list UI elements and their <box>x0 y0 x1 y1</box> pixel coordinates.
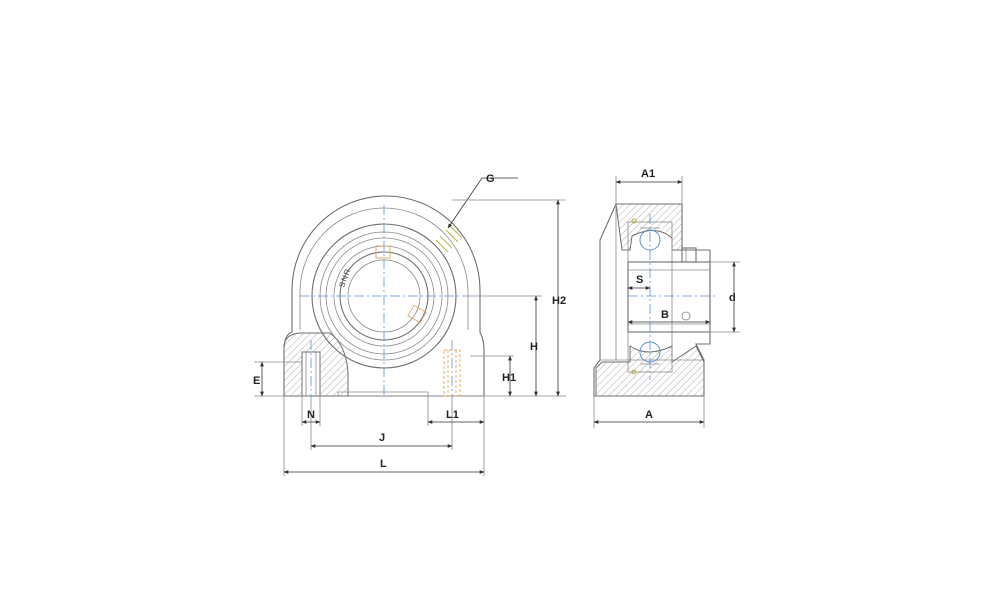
side-grease-dot-1 <box>631 218 637 224</box>
front-view: SNR <box>283 195 485 400</box>
side-inner-ring <box>627 261 711 333</box>
label-s: S <box>636 274 643 286</box>
housing-outline <box>283 195 485 397</box>
label-b: B <box>661 309 669 321</box>
set-screw-top <box>375 245 391 259</box>
grease-fitting <box>435 225 463 253</box>
set-screw-lower <box>407 304 427 324</box>
label-j: J <box>379 432 385 444</box>
g-leader <box>447 177 518 229</box>
front-dimensions: G H2 H H1 E N L1 J <box>253 173 566 476</box>
label-a: A <box>645 409 653 421</box>
label-h1: H1 <box>502 372 516 384</box>
label-g: G <box>486 173 495 185</box>
side-grease-dot-2 <box>631 369 637 375</box>
side-hole <box>681 311 691 321</box>
label-h2: H2 <box>552 295 566 307</box>
label-l: L <box>380 458 387 470</box>
label-e: E <box>253 375 260 387</box>
side-dimensions: A1 S B d A <box>593 168 740 428</box>
side-view <box>593 203 716 397</box>
label-d: d <box>729 292 736 304</box>
side-set-screw <box>681 247 697 263</box>
label-a1: A1 <box>641 168 655 180</box>
label-n: N <box>307 409 315 421</box>
label-l1: L1 <box>446 409 459 421</box>
side-top-section <box>615 203 683 251</box>
label-h: H <box>530 341 538 353</box>
brand-mark: SNR <box>337 267 352 289</box>
